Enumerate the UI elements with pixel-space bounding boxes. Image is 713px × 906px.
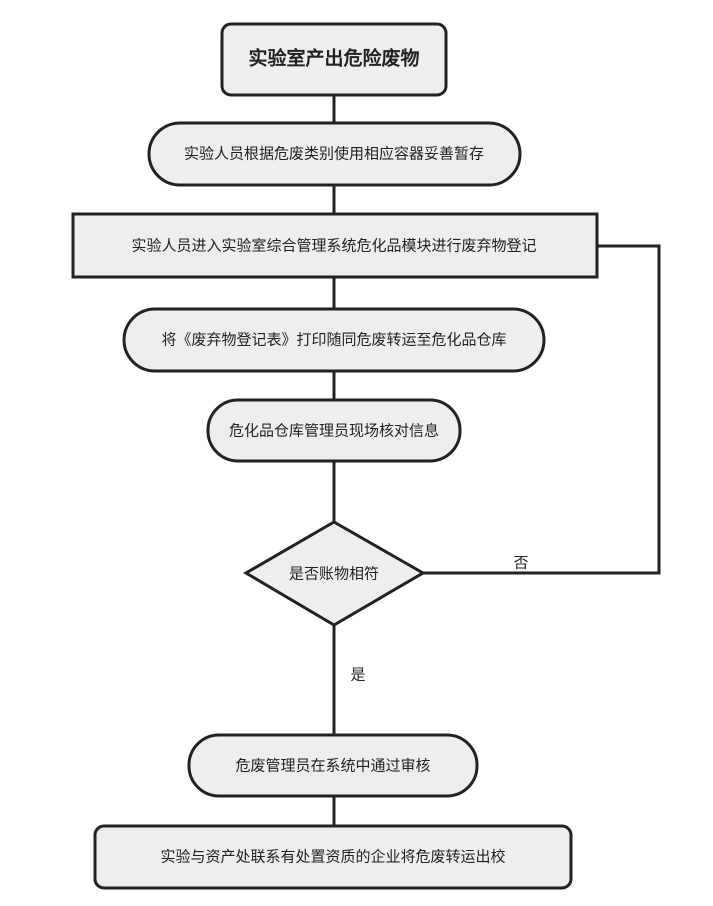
verify-node-label: 危化品仓库管理员现场核对信息: [229, 422, 439, 440]
dispose-node: [93, 824, 573, 890]
print-node-label: 将《废弃物登记表》打印随同危废转运至危化品仓库: [161, 331, 506, 349]
print-node: [122, 307, 546, 373]
connectors: [332, 95, 661, 826]
decision-node: [243, 520, 426, 627]
approve-node-label: 危废管理员在系统中通过审核: [235, 757, 430, 775]
start-node-label: 实验室产出危险废物: [248, 47, 419, 70]
edge-label-yes: 是: [350, 666, 365, 684]
store-node: [147, 121, 522, 187]
store-node-label: 实验人员根据危废类别使用相应容器妥善暂存: [184, 145, 484, 163]
verify-node: [206, 398, 462, 463]
register-node-label: 实验人员进入实验室综合管理系统危化品模块进行废弃物登记: [131, 237, 536, 255]
approve-node: [187, 733, 479, 798]
start-node: [220, 22, 448, 97]
decision-node-label: 是否账物相符: [289, 565, 379, 583]
edge-label-no: 否: [513, 554, 528, 572]
dispose-node-label: 实验与资产处联系有处置资质的企业将危废转运出校: [160, 848, 505, 866]
connector-no-loop: [423, 244, 661, 575]
register-node: [71, 212, 599, 279]
